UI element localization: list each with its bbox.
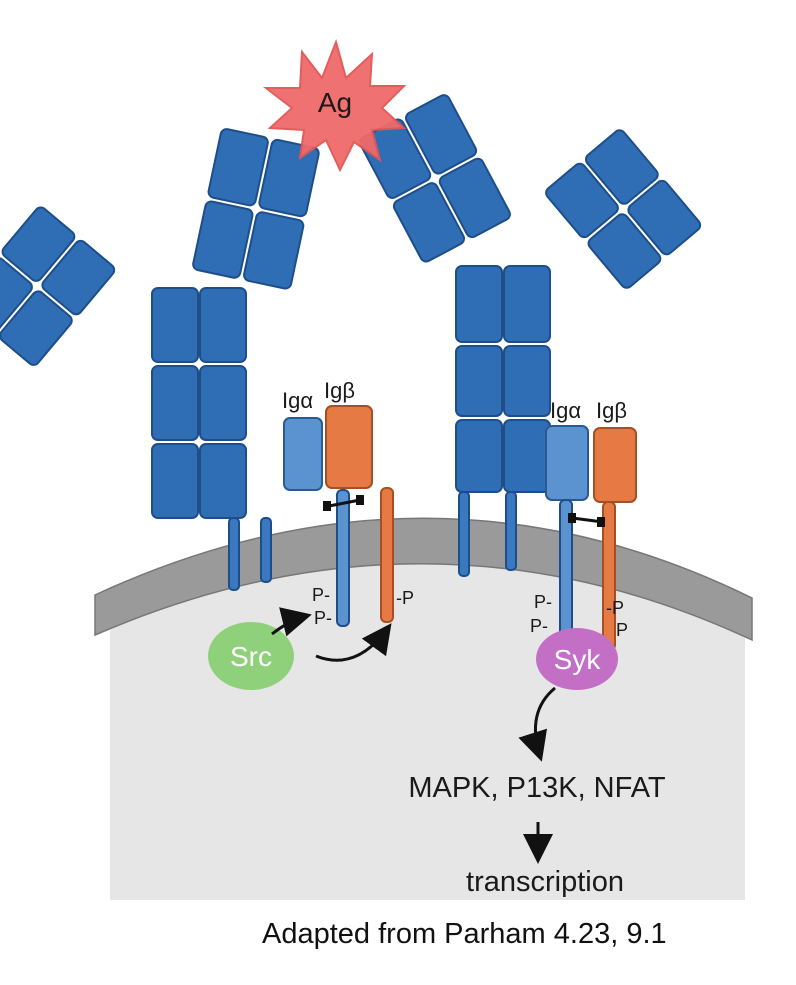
transcription-label: transcription — [466, 866, 624, 898]
iga-right-label: Igα — [550, 398, 581, 423]
phospho-left-1: P- — [312, 585, 330, 605]
src-kinase — [208, 622, 294, 690]
igb-right-label: Igβ — [596, 398, 627, 423]
antigen-burst — [263, 38, 407, 173]
src-arrow-igb — [315, 623, 392, 662]
phospho-right-3: -P — [606, 598, 624, 618]
syk-kinase — [536, 628, 618, 690]
bcr-right — [359, 94, 702, 577]
phospho-right-1: P- — [534, 592, 552, 612]
syk-to-pathways-arrow — [518, 686, 556, 762]
cell-membrane — [94, 517, 753, 642]
pathways-label: MAPK, P13K, NFAT — [408, 772, 666, 804]
src-arrow-iga — [271, 607, 312, 637]
phospho-left-2: P- — [314, 608, 332, 628]
phospho-right-2: P- — [530, 616, 548, 636]
iga-igb-right — [545, 425, 637, 651]
bcr-left — [0, 128, 320, 591]
antigen-label: Ag — [318, 87, 352, 118]
phospho-left-3: -P — [396, 588, 414, 608]
src-label: Src — [230, 641, 272, 672]
source-credit: Adapted from Parham 4.23, 9.1 — [262, 918, 667, 950]
iga-igb-left — [283, 405, 394, 627]
phospho-right-4: P — [616, 620, 628, 640]
igb-left-label: Igβ — [324, 378, 355, 403]
syk-label: Syk — [554, 644, 602, 675]
iga-left-label: Igα — [282, 388, 313, 413]
